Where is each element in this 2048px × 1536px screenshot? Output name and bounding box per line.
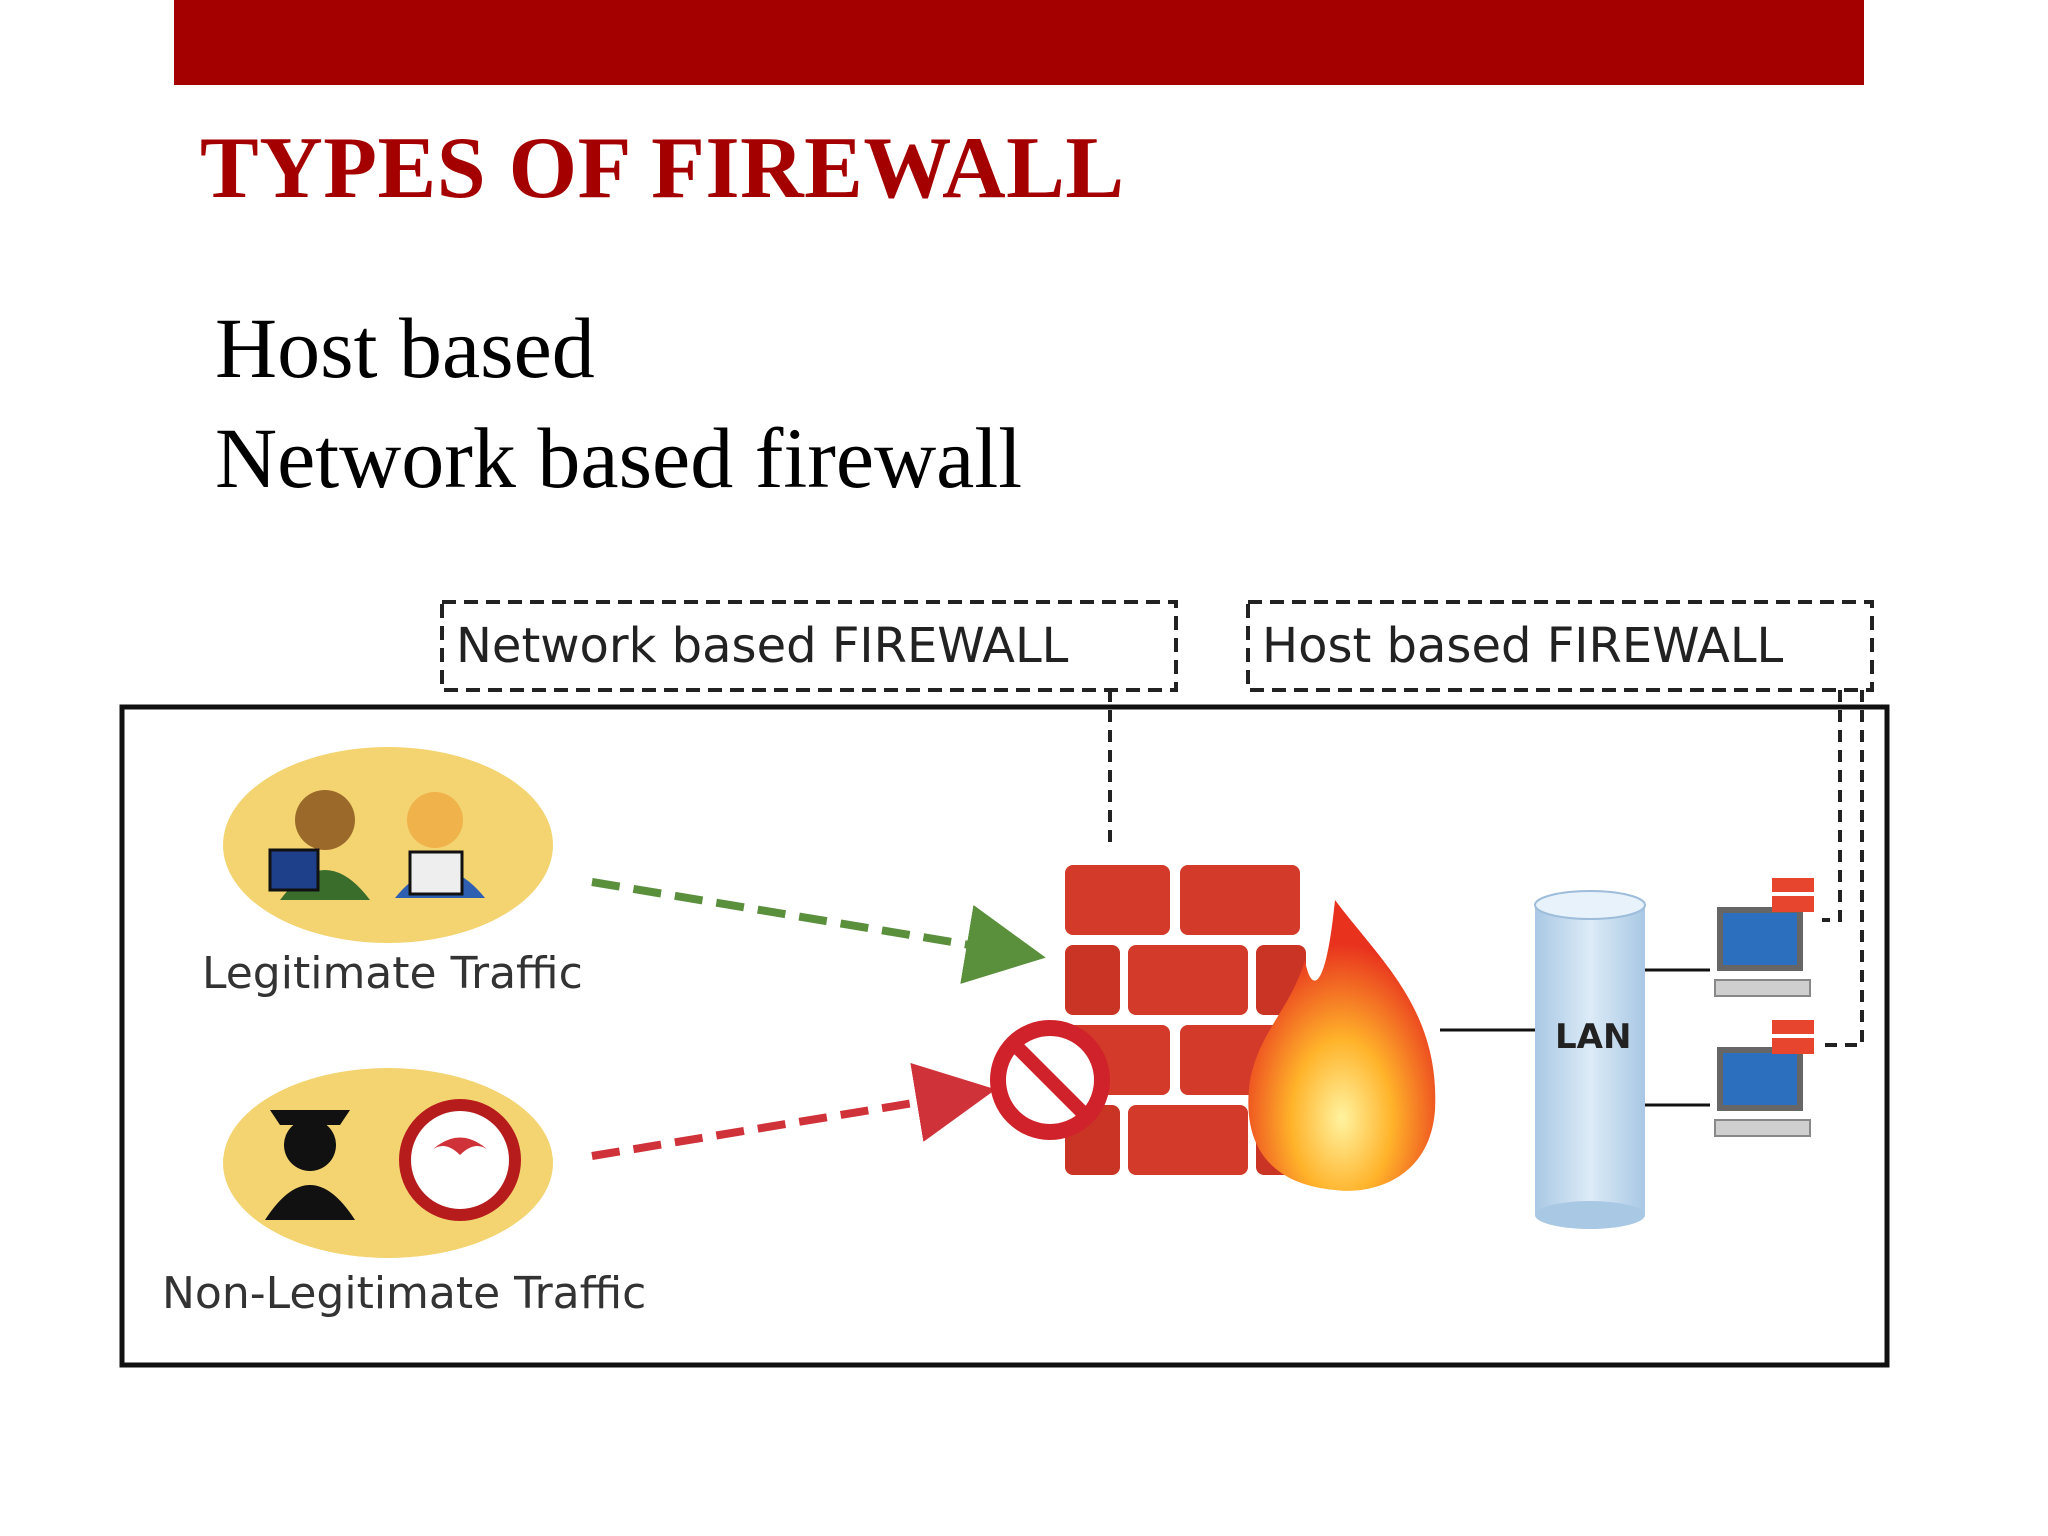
hacker-head-icon xyxy=(284,1119,336,1171)
laptop-icon xyxy=(268,848,320,892)
host-firewall-badge-icon xyxy=(1772,1020,1814,1054)
slide-title: TYPES OF FIREWALL xyxy=(200,120,1125,217)
network-firewall-callout-label: Network based FIREWALL xyxy=(456,618,1069,674)
host-callout-leader-bottom xyxy=(1822,690,1864,1047)
lan-label: LAN xyxy=(1555,1017,1631,1057)
user-avatar-icon xyxy=(407,792,463,848)
malware-icon xyxy=(399,1099,521,1221)
bullet-network-based: Network based firewall xyxy=(215,410,1023,506)
bullet-host-based: Host based xyxy=(215,300,595,396)
non-legitimate-group xyxy=(223,1068,553,1258)
top-accent-bar xyxy=(174,0,1864,85)
legitimate-traffic-label: Legitimate Traffic xyxy=(202,948,583,999)
network-firewall-callout: Network based FIREWALL xyxy=(440,600,1178,692)
laptop-icon xyxy=(408,850,464,896)
host-firewall-callout: Host based FIREWALL xyxy=(1246,600,1874,692)
host-firewall-callout-label: Host based FIREWALL xyxy=(1262,618,1784,674)
malware-bat-icon xyxy=(432,1137,488,1155)
host-computer-icon xyxy=(1714,907,1811,997)
user-avatar-icon xyxy=(295,790,355,850)
block-sign-icon xyxy=(990,1020,1110,1140)
hacker-hat-icon xyxy=(270,1110,350,1125)
hacker-body-icon xyxy=(265,1185,355,1220)
host-firewall-badge-icon xyxy=(1772,878,1814,912)
firewall-diagram-svg: Network based FIREWALL Host based FIREWA… xyxy=(119,600,1890,1368)
flame-icon xyxy=(1248,900,1436,1191)
host-computer-icon xyxy=(1714,1047,1811,1137)
bullet-list: Host based Network based firewall xyxy=(215,293,1022,513)
firewall-diagram: Network based FIREWALL Host based FIREWA… xyxy=(110,580,1900,1400)
host-callout-leader-top xyxy=(1822,690,1842,922)
legitimate-users-group xyxy=(223,747,553,943)
legitimate-traffic-arrow xyxy=(591,878,1046,984)
legitimate-ellipse xyxy=(223,747,553,943)
non-legitimate-traffic-label: Non-Legitimate Traffic xyxy=(162,1268,646,1319)
lan-cylinder-icon xyxy=(1534,890,1646,1229)
blocked-traffic-arrow xyxy=(591,1062,996,1160)
